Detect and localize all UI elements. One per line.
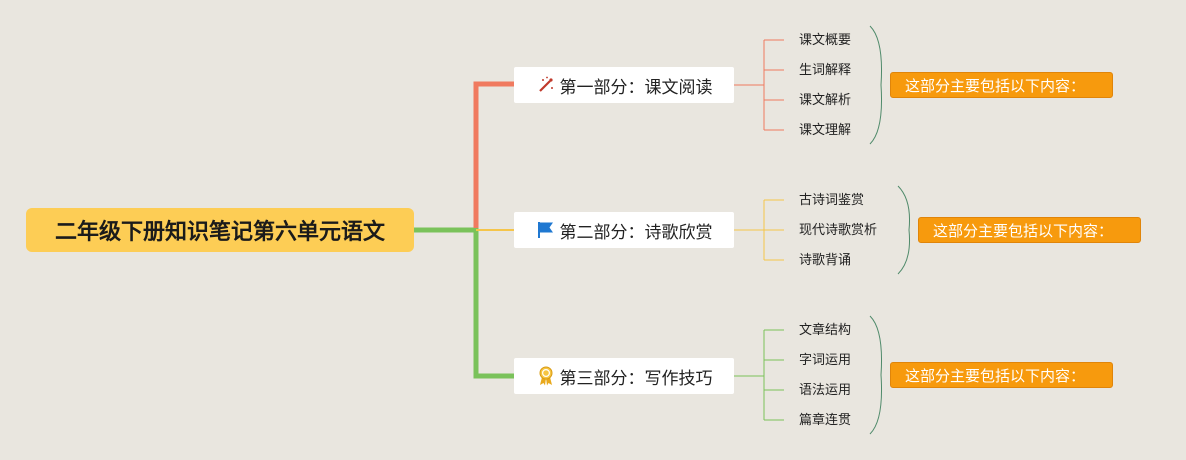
branch-label: 第三部分：写作技巧 bbox=[559, 368, 713, 389]
summary-box-1[interactable]: 这部分主要包括以下内容： bbox=[890, 72, 1113, 98]
leaf-item[interactable]: 生词解释 bbox=[799, 63, 852, 78]
brace-3 bbox=[869, 315, 882, 435]
branch-topic-2[interactable]: 第二部分：诗歌欣赏 bbox=[514, 212, 734, 248]
root-title: 二年级下册知识笔记第六单元语文 bbox=[54, 220, 385, 245]
brace-1 bbox=[869, 25, 882, 145]
leaf-item[interactable]: 篇章连贯 bbox=[799, 413, 852, 428]
leaf-connectors-3 bbox=[734, 329, 784, 421]
connector-branch-3 bbox=[473, 228, 514, 379]
brace-2 bbox=[897, 185, 910, 275]
flag-icon bbox=[536, 220, 556, 240]
leaf-item[interactable]: 字词运用 bbox=[799, 353, 852, 368]
leaf-item[interactable]: 诗歌背诵 bbox=[799, 253, 852, 268]
leaf-item[interactable]: 语法运用 bbox=[799, 383, 852, 398]
connector-branch-1 bbox=[473, 81, 514, 232]
leaf-item[interactable]: 课文解析 bbox=[799, 93, 852, 108]
branch-label: 第一部分：课文阅读 bbox=[559, 77, 713, 98]
leaf-item[interactable]: 课文理解 bbox=[799, 123, 852, 138]
branch-topic-3[interactable]: 第三部分：写作技巧 bbox=[514, 358, 734, 394]
summary-box-2[interactable]: 这部分主要包括以下内容： bbox=[918, 217, 1141, 243]
leaf-connectors-1 bbox=[734, 39, 784, 131]
leaf-connectors-2 bbox=[734, 199, 784, 261]
leaf-item[interactable]: 古诗词鉴赏 bbox=[799, 193, 865, 208]
branch-topic-1[interactable]: 第一部分：课文阅读 bbox=[514, 67, 734, 103]
summary-box-3[interactable]: 这部分主要包括以下内容： bbox=[890, 362, 1113, 388]
leaf-item[interactable]: 现代诗歌赏析 bbox=[799, 223, 878, 238]
branch-label: 第二部分：诗歌欣赏 bbox=[559, 222, 713, 243]
leaf-item[interactable]: 课文概要 bbox=[799, 33, 852, 48]
root-topic[interactable]: 二年级下册知识笔记第六单元语文 bbox=[26, 208, 414, 252]
leaf-item[interactable]: 文章结构 bbox=[799, 323, 852, 338]
magic-wand-icon bbox=[536, 75, 556, 95]
summary-braces bbox=[869, 25, 910, 435]
award-ribbon-icon bbox=[536, 366, 556, 386]
